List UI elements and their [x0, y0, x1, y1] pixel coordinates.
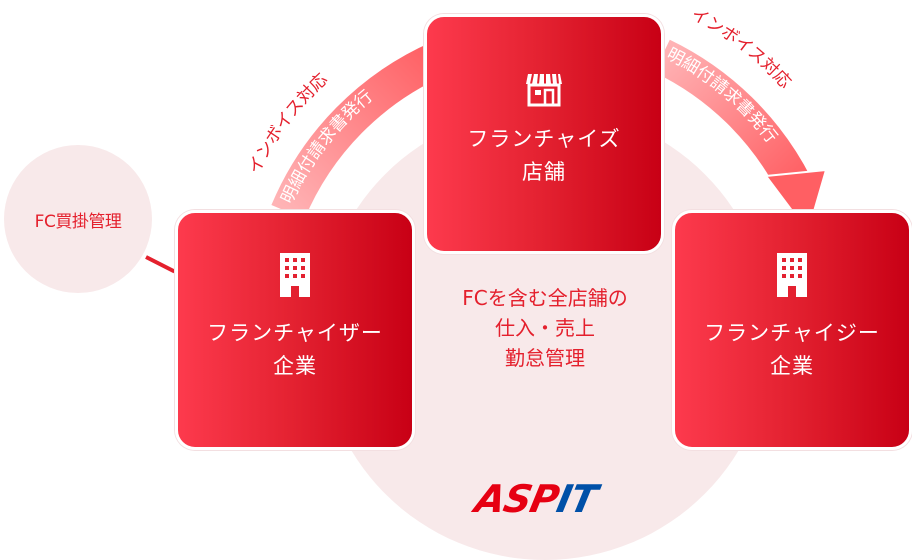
arrow-right	[653, 39, 828, 235]
building-icon	[777, 253, 807, 297]
store-label-line2: 店舗	[521, 160, 566, 184]
center-line3: 勤怠管理	[505, 346, 585, 370]
franchisor-label-line1: フランチャイザー	[207, 321, 383, 345]
fc-payables-circle: FC買掛管理	[4, 145, 152, 293]
franchisee-label-line2: 企業	[769, 354, 814, 378]
card-franchise-store: フランチャイズ 店舗	[424, 14, 664, 254]
franchisee-label-line1: フランチャイジー	[704, 321, 880, 345]
card-franchisor-company: フランチャイザー 企業	[175, 210, 415, 450]
logo-asp: ASP	[471, 477, 563, 521]
center-line1: FCを含む全店舗の	[462, 286, 628, 310]
building-icon	[280, 253, 310, 297]
center-description: FCを含む全店舗の 仕入・売上 勤怠管理	[420, 283, 670, 373]
store-icon	[525, 67, 563, 107]
franchisor-label-line2: 企業	[272, 354, 317, 378]
card-franchisee-company: フランチャイジー 企業	[672, 210, 912, 450]
store-label-line1: フランチャイズ	[467, 127, 621, 151]
aspit-logo: ASPIT	[471, 477, 600, 521]
fc-payables-label: FC買掛管理	[34, 211, 122, 232]
center-line2: 仕入・売上	[495, 316, 595, 340]
